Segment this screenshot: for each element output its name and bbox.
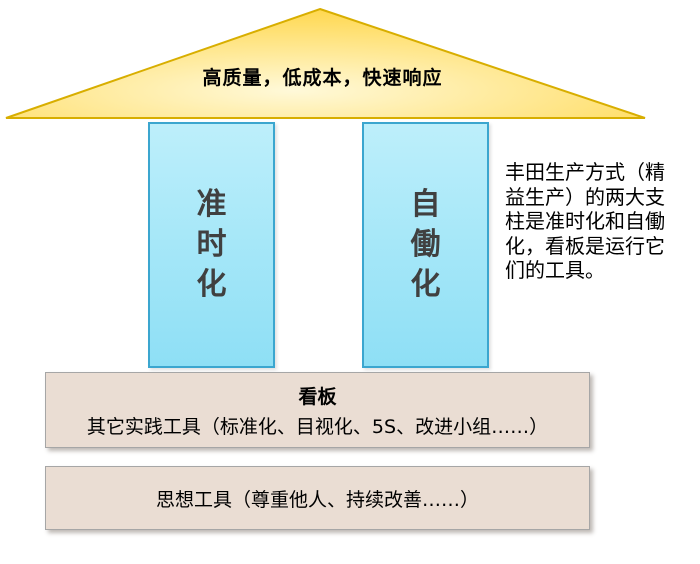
kanban-title: 看板 bbox=[298, 385, 337, 408]
mindset-box: 思想工具（尊重他人、持续改善……） bbox=[45, 466, 590, 530]
roof-shape bbox=[5, 7, 646, 119]
pillar-jidoka-label: 自 働 化 bbox=[410, 187, 441, 302]
kanban-subtitle: 其它实践工具（标准化、目视化、5S、改进小组……） bbox=[86, 415, 549, 438]
mindset-label: 思想工具（尊重他人、持续改善……） bbox=[155, 488, 479, 511]
pillar-jit-label: 准 时 化 bbox=[196, 187, 227, 302]
kanban-box: 看板 其它实践工具（标准化、目视化、5S、改进小组……） bbox=[45, 372, 590, 448]
side-note: 丰田生产方式（精 益生产）的两大支 柱是准时化和自働 化，看板是运行它 们的工具… bbox=[505, 160, 665, 282]
pillar-jidoka: 自 働 化 bbox=[362, 122, 489, 368]
roof-triangle bbox=[5, 7, 646, 119]
roof-label: 高质量，低成本，快速响应 bbox=[202, 67, 443, 89]
pillar-jit: 准 时 化 bbox=[148, 122, 275, 368]
